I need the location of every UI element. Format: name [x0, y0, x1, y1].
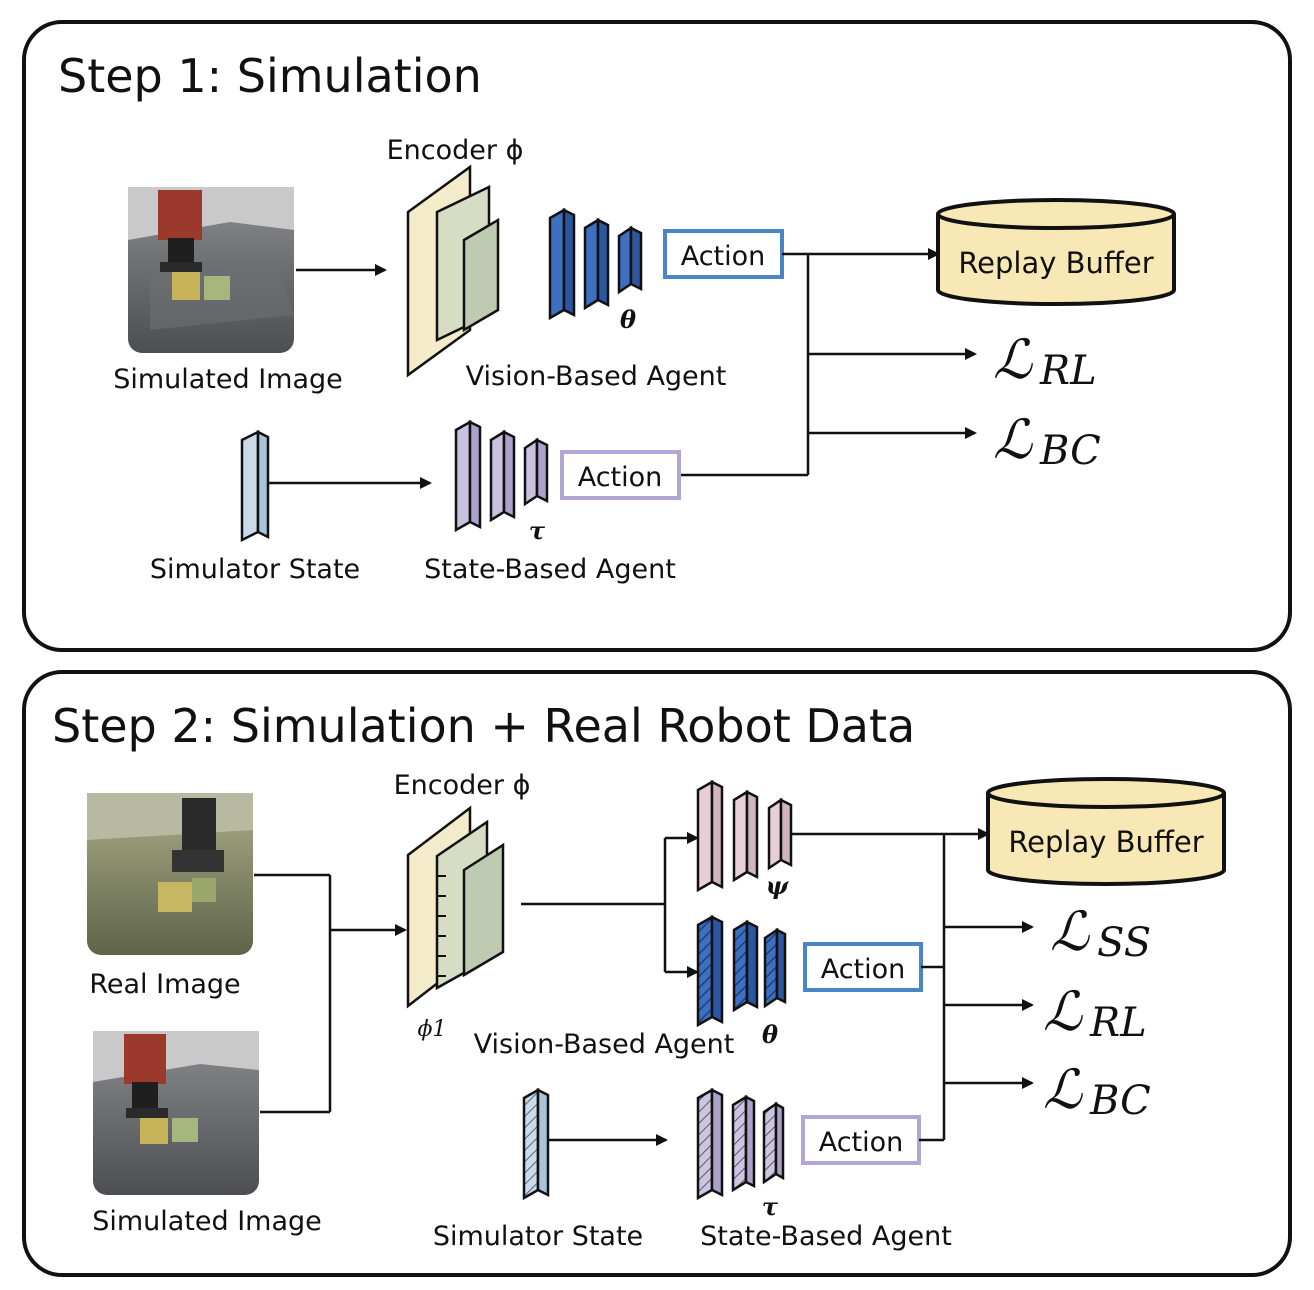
vision-agent-label-step1: Vision-Based Agent [466, 361, 727, 392]
loss-bc-step2: ℒ BC [1043, 1058, 1151, 1124]
loss-rl-symbol-step2: ℒ [1043, 980, 1083, 1043]
step2-title: Step 2: Simulation + Real Robot Data [52, 699, 915, 753]
ss-head-layers-step2 [696, 779, 793, 893]
encoder-step1 [406, 164, 500, 378]
loss-bc-symbol-step2: ℒ [1043, 1058, 1083, 1121]
encoder-step2 [406, 805, 505, 1009]
loss-rl-sub-step1: RL [1039, 348, 1097, 394]
state-agent-layers-step2 [696, 1087, 785, 1201]
psi-label-step2: ψ [766, 871, 790, 900]
simulated-image-label-step2: Simulated Image [92, 1206, 322, 1237]
theta-label-step1: θ [620, 305, 636, 334]
encoder-sub-label-step2: ϕ1 [418, 1017, 447, 1042]
loss-bc-sub-step2: BC [1089, 1078, 1151, 1124]
loss-ss-step2: ℒ SS [1050, 900, 1151, 966]
vision-agent-layers-step2 [696, 914, 787, 1028]
tau-label-step1: τ [529, 516, 546, 545]
simulated-image-step1 [128, 187, 294, 353]
real-image-step2 [87, 793, 253, 955]
action-box-state-step1 [560, 450, 681, 500]
loss-rl-step2: ℒ RL [1043, 980, 1147, 1046]
loss-ss-sub-step2: SS [1097, 920, 1151, 966]
step1-title: Step 1: Simulation [58, 49, 482, 103]
vision-agent-layers-step1 [548, 207, 643, 321]
state-agent-label-step2: State-Based Agent [700, 1221, 952, 1252]
connectors-right-step2 [792, 828, 1034, 1142]
state-agent-layers-step1 [454, 419, 549, 533]
action-box-state-step2 [801, 1115, 921, 1165]
loss-bc-step1: ℒ BC [993, 408, 1101, 474]
action-box-vision-step2 [803, 942, 923, 992]
vision-agent-label-step2: Vision-Based Agent [474, 1029, 735, 1060]
action-label-state-step1: Action [578, 462, 663, 493]
loss-ss-symbol-step2: ℒ [1050, 900, 1090, 963]
step1-panel [22, 20, 1292, 652]
state-agent-label-step1: State-Based Agent [424, 554, 676, 585]
theta-label-step2: θ [762, 1020, 778, 1049]
simulator-state-vector-step1 [240, 429, 270, 543]
tau-label-step2: τ [762, 1192, 779, 1221]
replay-buffer-label-step2: Replay Buffer [1008, 825, 1203, 859]
loss-bc-sub-step1: BC [1039, 428, 1101, 474]
loss-rl-symbol-step1: ℒ [993, 328, 1033, 391]
simulator-state-vector-step2 [522, 1087, 550, 1201]
replay-buffer-step1 [936, 198, 1176, 306]
action-label-vision-step1: Action [681, 241, 766, 272]
simulated-image-label-step1: Simulated Image [113, 364, 343, 395]
action-label-vision-step2: Action [821, 954, 906, 985]
simulator-state-label-step1: Simulator State [150, 554, 360, 585]
action-label-state-step2: Action [819, 1127, 904, 1158]
encoder-label-step1: Encoder ϕ [387, 135, 524, 166]
connectors-images-step2 [254, 873, 407, 1114]
step2-panel [22, 670, 1292, 1277]
replay-buffer-step2 [986, 777, 1226, 886]
connectors-step1 [679, 248, 977, 477]
replay-buffer-label-step1: Replay Buffer [958, 246, 1153, 280]
simulated-image-step2 [93, 1031, 259, 1195]
loss-rl-sub-step2: RL [1089, 1000, 1147, 1046]
real-image-label-step2: Real Image [89, 969, 240, 1000]
loss-rl-step1: ℒ RL [993, 328, 1097, 394]
encoder-label-step2: Encoder ϕ [394, 770, 531, 801]
simulator-state-label-step2: Simulator State [433, 1221, 643, 1252]
connectors-encoder-branch-step2 [521, 832, 699, 978]
loss-bc-symbol-step1: ℒ [993, 408, 1033, 471]
